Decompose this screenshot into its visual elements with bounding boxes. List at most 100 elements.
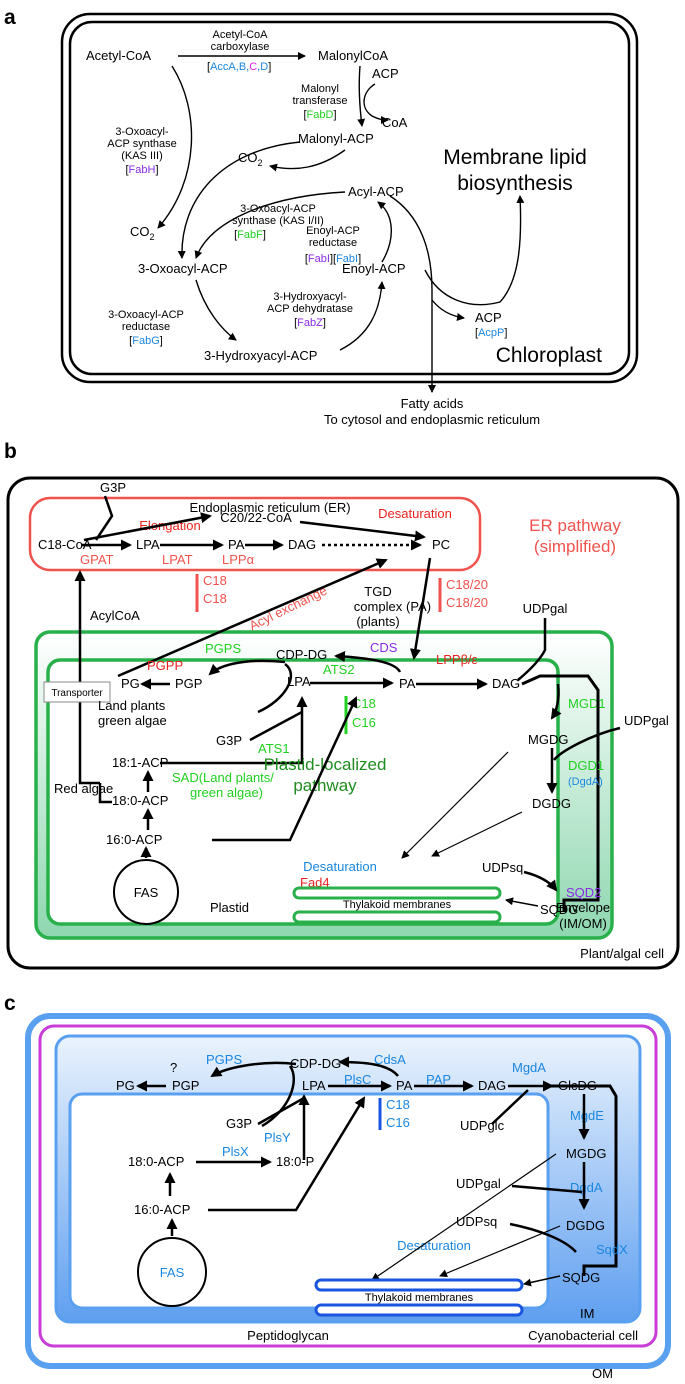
- fas-complex-c: [137, 1237, 207, 1307]
- lppa: LPPα: [222, 552, 255, 567]
- chloroplast-outer-membrane: [60, 12, 639, 384]
- chloroplast-label: Chloroplast: [496, 344, 602, 367]
- kas3-label-3: (KAS III): [121, 150, 163, 162]
- hydroxy-dehydratase: 3-Hydroxyacyl-: [273, 291, 347, 303]
- malonyl-acp: Malonyl-ACP: [298, 131, 374, 146]
- udpglc-line: [491, 1089, 529, 1125]
- fabi-genes: [FabI][FabI]: [305, 253, 361, 265]
- desaturation-c: Desaturation: [397, 1238, 471, 1253]
- udpgal-right: UDPgal: [624, 713, 669, 728]
- tgd-plants: (plants): [356, 614, 399, 629]
- arrow-acylacp-to-oxoacyl: [194, 191, 346, 259]
- transporter: Transporter: [51, 688, 103, 699]
- arrow-c2022-to-pc: [299, 520, 426, 542]
- kas12-label-2: synthase (KAS I/II): [232, 215, 324, 227]
- land-plants: Land plants: [98, 698, 166, 713]
- acp160: 16:0-ACP: [106, 832, 162, 847]
- mgdg: MGDG: [528, 732, 568, 747]
- dag-er: DAG: [288, 537, 316, 552]
- chloroplast-inner-membrane: [68, 20, 631, 376]
- panel-b: b Endoplasmic reticulum (ER) G3P Elongat…: [4, 440, 680, 970]
- g3p-to-lpa-c: [257, 1096, 305, 1126]
- co2-left: CO2: [130, 224, 155, 242]
- c16-pl: C16: [352, 715, 376, 730]
- pgps: PGPS: [205, 641, 241, 656]
- panel-c: c CDP-DG CdsA PGPS ? PG PGP LPA PlsC PA …: [4, 992, 671, 1381]
- lppbe: LPPβ/ε: [436, 652, 478, 667]
- acp-in: ACP: [372, 66, 399, 81]
- fabf-gene: [FabF]: [234, 229, 266, 241]
- udpsq-c: UDPsq: [456, 1214, 497, 1229]
- enoyl-acp: Enoyl-ACP: [342, 261, 406, 276]
- mgd1: MGD1: [568, 696, 606, 711]
- arrow-cdpdg-to-pgp-c: [210, 1061, 297, 1078]
- fabg-gene: [FabG]: [129, 335, 163, 347]
- arrow-to-co2-top: [269, 149, 346, 172]
- kas3-label: 3-Oxoacyl-: [115, 126, 169, 138]
- om: OM: [592, 1366, 613, 1381]
- panel-b-letter: b: [4, 440, 17, 463]
- g3p-pl: G3P: [216, 733, 242, 748]
- arrow-malonylcoa-to-malonylacp: [357, 65, 366, 127]
- dgdg: DGDG: [532, 796, 571, 811]
- malonyl-transferase-2: transferase: [292, 95, 347, 107]
- acp180: 18:0-ACP: [112, 793, 168, 808]
- coa-out: CoA: [382, 115, 408, 130]
- arrow-hydroxy-to-enoyl: [339, 281, 386, 351]
- question: ?: [170, 1060, 177, 1075]
- arrow-to-membrane-lipid: [424, 195, 525, 306]
- g3p-arrow: [94, 495, 114, 541]
- oxo-reductase: 3-Oxoacyl-ACP: [108, 309, 184, 321]
- arrow-sqdg-to-thylakoid-c: [523, 1275, 561, 1287]
- udpgal-right-line: [553, 726, 621, 761]
- er-pathway: ER pathway: [529, 516, 621, 535]
- udpglc: UDPglc: [460, 1118, 505, 1133]
- lpa-c: LPA: [302, 1078, 326, 1093]
- ats2: ATS2: [323, 662, 355, 677]
- arrow-160-to-lpa-c: [208, 1096, 366, 1212]
- gpat: GPAT: [80, 552, 114, 567]
- g3p-top: G3P: [100, 480, 126, 495]
- udpsq-line-c: [509, 1222, 577, 1253]
- arrow-elongation: [83, 512, 212, 542]
- fas-complex: [113, 859, 179, 925]
- c16-c: C16: [386, 1115, 410, 1130]
- arrow-cdpdg-to-pgp: [208, 659, 286, 676]
- to-cytosol: To cytosol and endoplasmic reticulum: [324, 412, 540, 427]
- acc-genes: [AccA,B,C,D]: [207, 61, 271, 73]
- envelope: Envelope: [556, 900, 610, 915]
- arrow-to-acp-out: [431, 299, 465, 321]
- fabz-gene: [FabZ]: [294, 317, 326, 329]
- fas: FAS: [134, 885, 159, 900]
- c1820-2: C18/20: [446, 595, 488, 610]
- sqdx: SqdX: [596, 1242, 628, 1257]
- pgps-c: PGPS: [206, 1052, 242, 1067]
- thylakoid-membrane-c1: [314, 1278, 524, 1292]
- thylakoid-membrane-2: [292, 910, 502, 924]
- panel-c-letter: c: [4, 992, 16, 1015]
- malonyl-transferase: Malonyl: [301, 83, 339, 95]
- enoyl-reductase: Enoyl-ACP: [306, 225, 360, 237]
- fabh-gene: [FabH]: [125, 164, 158, 176]
- c18-pl: C18: [352, 696, 376, 711]
- galactolipid-line: [521, 674, 600, 912]
- mgdg-c: MGDG: [566, 1146, 606, 1161]
- fatty-acids: Fatty acids: [401, 396, 464, 411]
- arrow-mgdg-to-thylakoid: [401, 751, 509, 859]
- arrow-udpsq-to-sqdg: [523, 870, 558, 892]
- acyl-acp: Acyl-ACP: [348, 184, 404, 199]
- arrow-acetyl-to-co2: [157, 65, 193, 229]
- export-path: [78, 700, 100, 785]
- arrow-160-to-lpa: [212, 696, 358, 842]
- pgp: PGP: [175, 676, 202, 691]
- co2-top: CO2: [238, 150, 263, 168]
- sad: SAD(Land plants/: [172, 770, 274, 785]
- red-algae-branch: [98, 783, 112, 804]
- mgda: MgdA: [512, 1060, 546, 1075]
- pa-c: PA: [396, 1078, 413, 1093]
- acetyl-coa: Acetyl-CoA: [86, 48, 151, 63]
- envelope-2: (IM/OM): [559, 916, 607, 931]
- fabd-gene: [FabD]: [303, 109, 336, 121]
- c1820-1: C18/20: [446, 577, 488, 592]
